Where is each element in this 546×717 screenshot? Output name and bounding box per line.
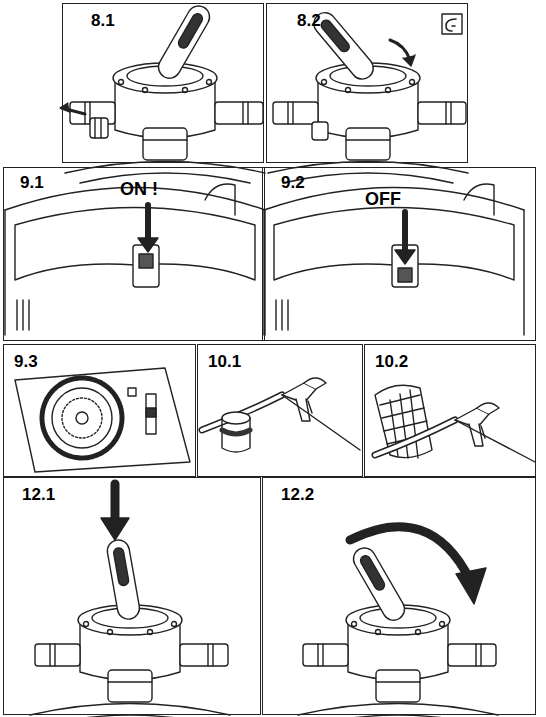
step-panel: 9.1 ON ! [3, 167, 265, 341]
step-panel: 12.2 [262, 477, 536, 715]
pump-drawing [264, 184, 524, 335]
pump-drawing [5, 184, 265, 335]
step-number: 12.1 [22, 486, 55, 503]
switch-label: ON ! [120, 180, 158, 198]
timer-drawing [15, 368, 190, 472]
valve-drawing [30, 484, 230, 717]
mode-icon [442, 14, 462, 34]
step-number: 12.2 [281, 486, 314, 503]
valve-drawing [298, 527, 498, 717]
hose-drawing [202, 378, 360, 452]
step-panel: 8.2 [266, 3, 468, 163]
valve-drawing [60, 2, 265, 183]
filter-drawing [375, 385, 535, 462]
step-number: 8.1 [91, 12, 115, 29]
step-number: 9.1 [20, 174, 44, 191]
valve-drawing [268, 8, 468, 183]
step-panel: 10.2 [364, 344, 536, 477]
step-number: 10.2 [375, 353, 408, 370]
step-panel: 10.1 [197, 344, 363, 477]
step-panel: 12.1 [3, 477, 261, 715]
step-panel: 9.2OFF [262, 167, 536, 341]
step-panel: 9.3 [3, 344, 196, 477]
step-number: 10.1 [208, 353, 241, 370]
step-panel: 8.1 [62, 3, 264, 163]
switch-label: OFF [365, 190, 401, 208]
step-number: 8.2 [297, 12, 321, 29]
step-number: 9.2 [281, 174, 305, 191]
step-number: 9.3 [14, 353, 38, 370]
